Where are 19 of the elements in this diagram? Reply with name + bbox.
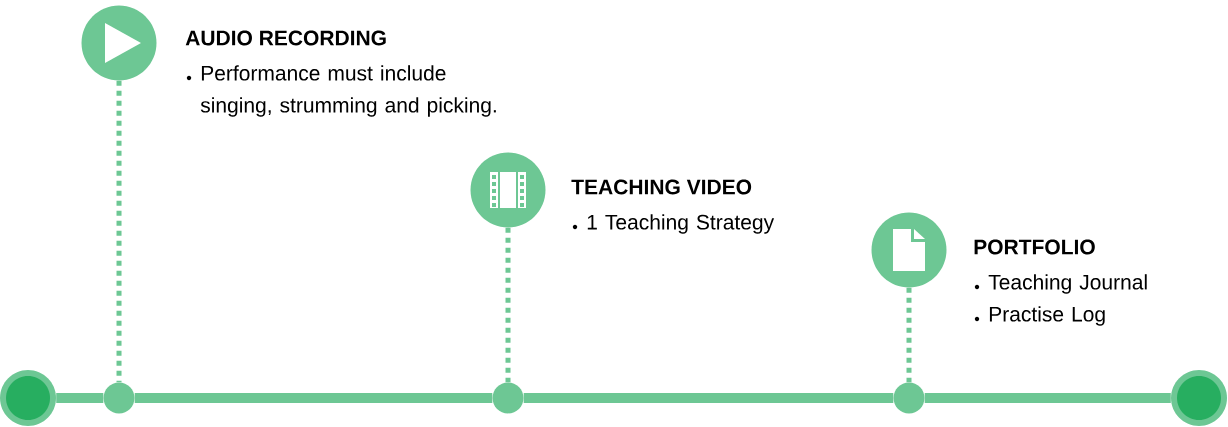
connector <box>505 227 511 383</box>
end-point <box>1171 370 1227 426</box>
bullet-text: Performance must include singing, strumming and picking. <box>200 65 496 117</box>
milestone-dot <box>492 382 524 414</box>
connector <box>523 393 894 403</box>
bullet-text: Practise Log <box>989 306 1105 326</box>
bullet-text: 1 Teaching Strategy <box>587 214 775 234</box>
bullet-text: Teaching Journal <box>988 274 1147 294</box>
milestone-dot <box>893 382 925 414</box>
heading: PORTFOLIO <box>974 239 1095 255</box>
connector <box>116 80 122 383</box>
connector <box>56 393 104 403</box>
milestone-dot <box>103 382 135 414</box>
connector <box>906 287 912 383</box>
heading: TEACHING VIDEO <box>571 179 752 195</box>
connector <box>924 393 1171 403</box>
heading: AUDIO RECORDING <box>185 30 386 46</box>
connector <box>134 393 493 403</box>
end-point <box>0 370 56 426</box>
